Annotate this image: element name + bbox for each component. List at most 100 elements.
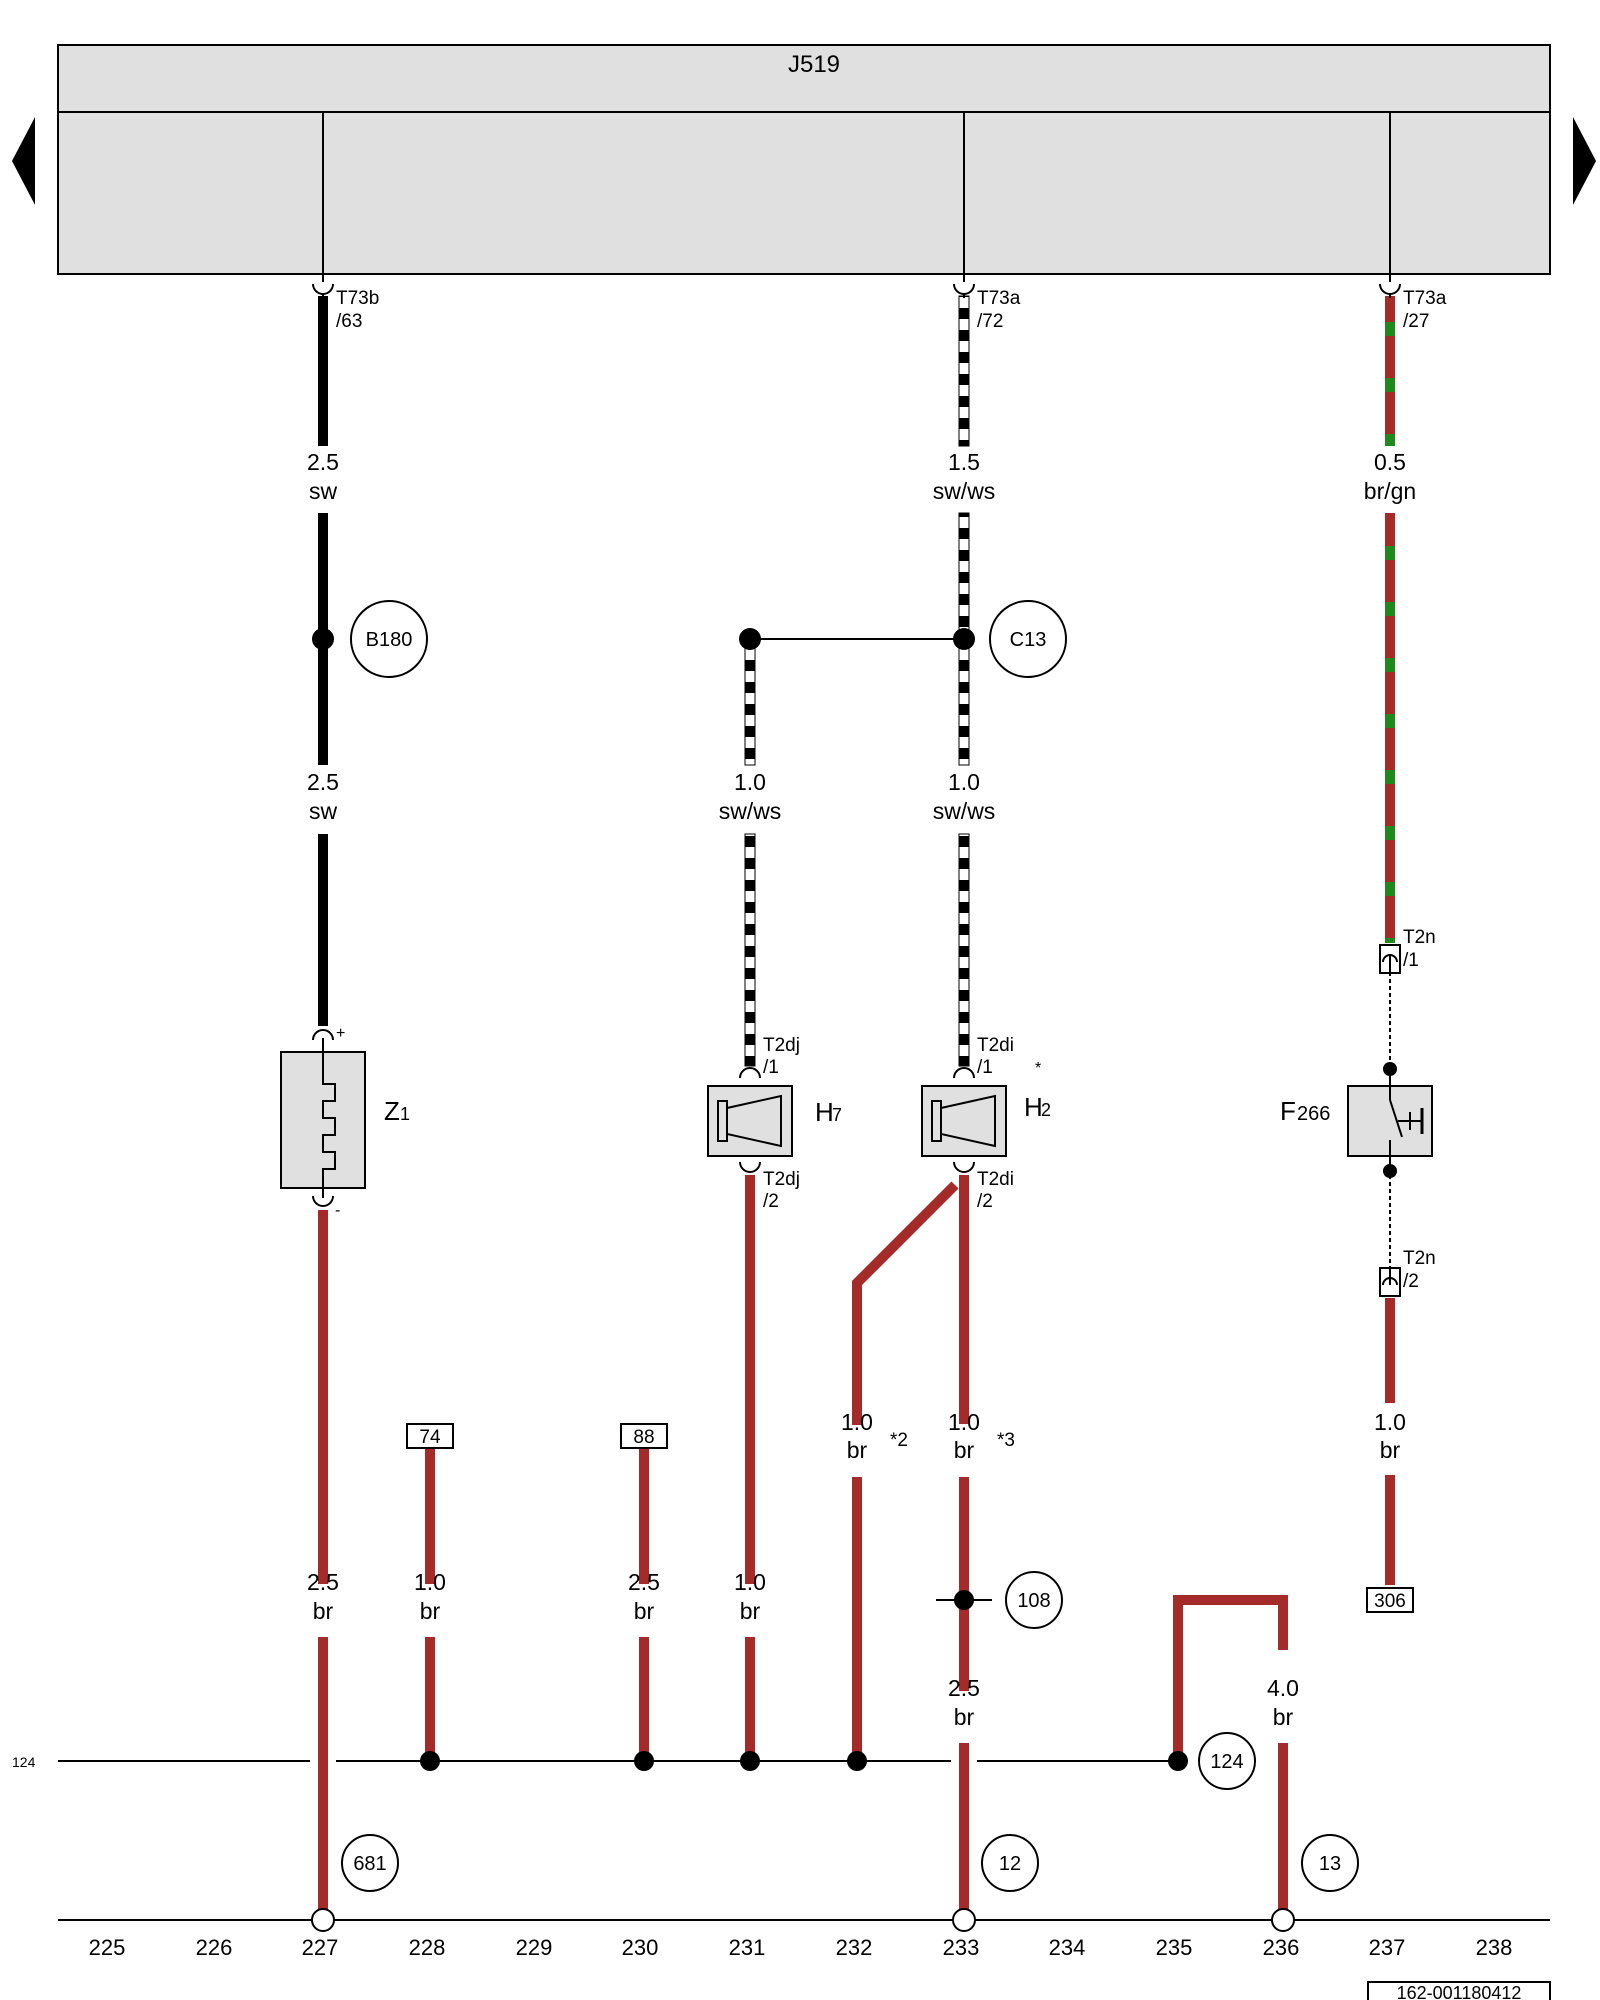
wire-label-w6-color: sw/ws: [933, 798, 996, 824]
column-numbers: 225 226 227 228 229 230 231 232 233 234 …: [89, 1935, 1513, 1960]
wire-label-w6-size: 1.0: [948, 769, 980, 795]
wire-label-w10-color: br: [313, 1598, 334, 1624]
component-h7-sub: 7: [832, 1105, 842, 1125]
connection-124: 124: [1210, 1751, 1243, 1773]
connection-12: 12: [999, 1853, 1021, 1875]
wire-label-w10-size: 2.5: [307, 1569, 339, 1595]
wire-label-w14-color: br: [954, 1704, 975, 1730]
wire-label-w1-size: 2.5: [307, 449, 339, 475]
ref-tag-306: 306: [1374, 1591, 1406, 1612]
terminal-t63-line2: /63: [336, 311, 362, 332]
component-f266-sub: 266: [1297, 1103, 1330, 1125]
pin-t2n2-line2: /2: [1403, 1271, 1419, 1292]
polarity-plus: +: [336, 1025, 345, 1042]
component-f266-letter: F: [1280, 1096, 1296, 1126]
wire-label-w1-color: sw: [309, 478, 338, 504]
ref-tag-74: 74: [419, 1427, 441, 1448]
wire-label-w5-color: sw/ws: [719, 798, 782, 824]
column-226: 226: [196, 1935, 233, 1960]
wire-label-w9-size: 1.0: [1374, 1409, 1406, 1435]
pin-connectors: [312, 283, 1401, 1207]
terminal-t27-line2: /27: [1403, 311, 1429, 332]
control-unit-j519: J519: [57, 44, 1551, 282]
connection-13: 13: [1319, 1853, 1341, 1875]
ground-bus: 124: [12, 1754, 1178, 1770]
component-z1-sub: 1: [400, 1104, 410, 1124]
pin-labels: T2dj /1 T2dj /2 T2di /1 T2di /2 T2n /1 T…: [763, 927, 1436, 1292]
column-228: 228: [409, 1935, 446, 1960]
continue-right-arrow[interactable]: [1573, 117, 1596, 205]
terminal-t27-line1: T73a: [1403, 288, 1447, 309]
component-h7-letter: H: [815, 1097, 834, 1127]
continue-left-arrow[interactable]: [12, 117, 35, 205]
component-h2-letter: H: [1024, 1092, 1043, 1122]
terminal-t63-line1: T73b: [336, 288, 379, 309]
connection-b180: B180: [366, 629, 413, 651]
wire-label-w4-size: 2.5: [307, 769, 339, 795]
terminal-t72-line2: /72: [977, 311, 1003, 332]
footnote-star: *: [1035, 1060, 1041, 1077]
component-h2-horn[interactable]: H 2 *: [921, 1060, 1051, 1157]
connection-108: 108: [1017, 1590, 1050, 1612]
column-225: 225: [89, 1935, 126, 1960]
connection-circles: B180 C13 108 124 681 12 13: [341, 600, 1359, 1892]
wire-label-w15-color: br: [1273, 1704, 1294, 1730]
wire-label-w3-size: 0.5: [1374, 449, 1406, 475]
column-232: 232: [836, 1935, 873, 1960]
connection-c13: C13: [1010, 629, 1047, 651]
wire-label-w8-size: 1.0: [948, 1409, 980, 1435]
pin-t2dj2-line1: T2dj: [763, 1169, 800, 1190]
junction-dots: [312, 628, 1397, 1771]
connection-681: 681: [353, 1853, 386, 1875]
component-z1-letter: Z: [384, 1096, 400, 1126]
ref-tag-88: 88: [633, 1427, 654, 1448]
column-237: 237: [1369, 1935, 1406, 1960]
pin-t2di2-line2: /2: [977, 1191, 993, 1212]
reference-tags: 74 88 306: [406, 1423, 1414, 1613]
pin-t2n2-line1: T2n: [1403, 1248, 1436, 1269]
polarity-minus: -: [335, 1202, 340, 1219]
column-227: 227: [302, 1935, 339, 1960]
footnote-3: *3: [997, 1430, 1015, 1451]
component-f266-switch[interactable]: F 266: [1280, 1069, 1433, 1171]
column-233: 233: [943, 1935, 980, 1960]
ground-terminals: [311, 1908, 1295, 1932]
terminal-t72-line1: T73a: [977, 288, 1021, 309]
component-h7-horn[interactable]: H 7: [707, 1085, 842, 1157]
wire-label-w4-color: sw: [309, 798, 338, 824]
wire-label-w11-size: 1.0: [414, 1569, 446, 1595]
wire-label-w7-color: br: [847, 1437, 868, 1463]
wire-label-w12-size: 2.5: [628, 1569, 660, 1595]
column-236: 236: [1263, 1935, 1300, 1960]
pin-t2di2-line1: T2di: [977, 1169, 1014, 1190]
pin-t2di1-line2: /1: [977, 1057, 993, 1078]
component-h2-sub: 2: [1041, 1100, 1051, 1120]
wire-label-w9-color: br: [1380, 1437, 1401, 1463]
t2n-connectors: [1379, 944, 1401, 1297]
module-label: J519: [788, 51, 840, 78]
wire-label-w13-size: 1.0: [734, 1569, 766, 1595]
footnote-2: *2: [890, 1430, 908, 1451]
column-238: 238: [1476, 1935, 1513, 1960]
pin-t2dj1-line2: /1: [763, 1057, 779, 1078]
component-z1[interactable]: Z 1 + -: [280, 1025, 410, 1219]
wire-label-w14-size: 2.5: [948, 1675, 980, 1701]
pin-t2n1-line1: T2n: [1403, 927, 1436, 948]
wire-label-w2-color: sw/ws: [933, 478, 996, 504]
document-id-text: 162-001180412: [1397, 1983, 1522, 2000]
column-229: 229: [516, 1935, 553, 1960]
ground-bus-label: 124: [12, 1754, 36, 1770]
wire-label-w8-color: br: [954, 1437, 975, 1463]
wire-swws-main: [744, 295, 970, 1067]
pin-t2dj1-line1: T2dj: [763, 1035, 800, 1056]
column-230: 230: [622, 1935, 659, 1960]
document-id: 162-001180412: [1367, 1981, 1551, 2000]
pin-t2dj2-line2: /2: [763, 1191, 779, 1212]
module-body: [57, 111, 1551, 275]
wire-label-w3-color: br/gn: [1364, 478, 1416, 504]
wire-labels: 2.5 sw 1.5 sw/ws 0.5 br/gn 2.5 sw 1.0 sw…: [307, 449, 1416, 1730]
column-235: 235: [1156, 1935, 1193, 1960]
wire-label-w13-color: br: [740, 1598, 761, 1624]
column-231: 231: [729, 1935, 766, 1960]
